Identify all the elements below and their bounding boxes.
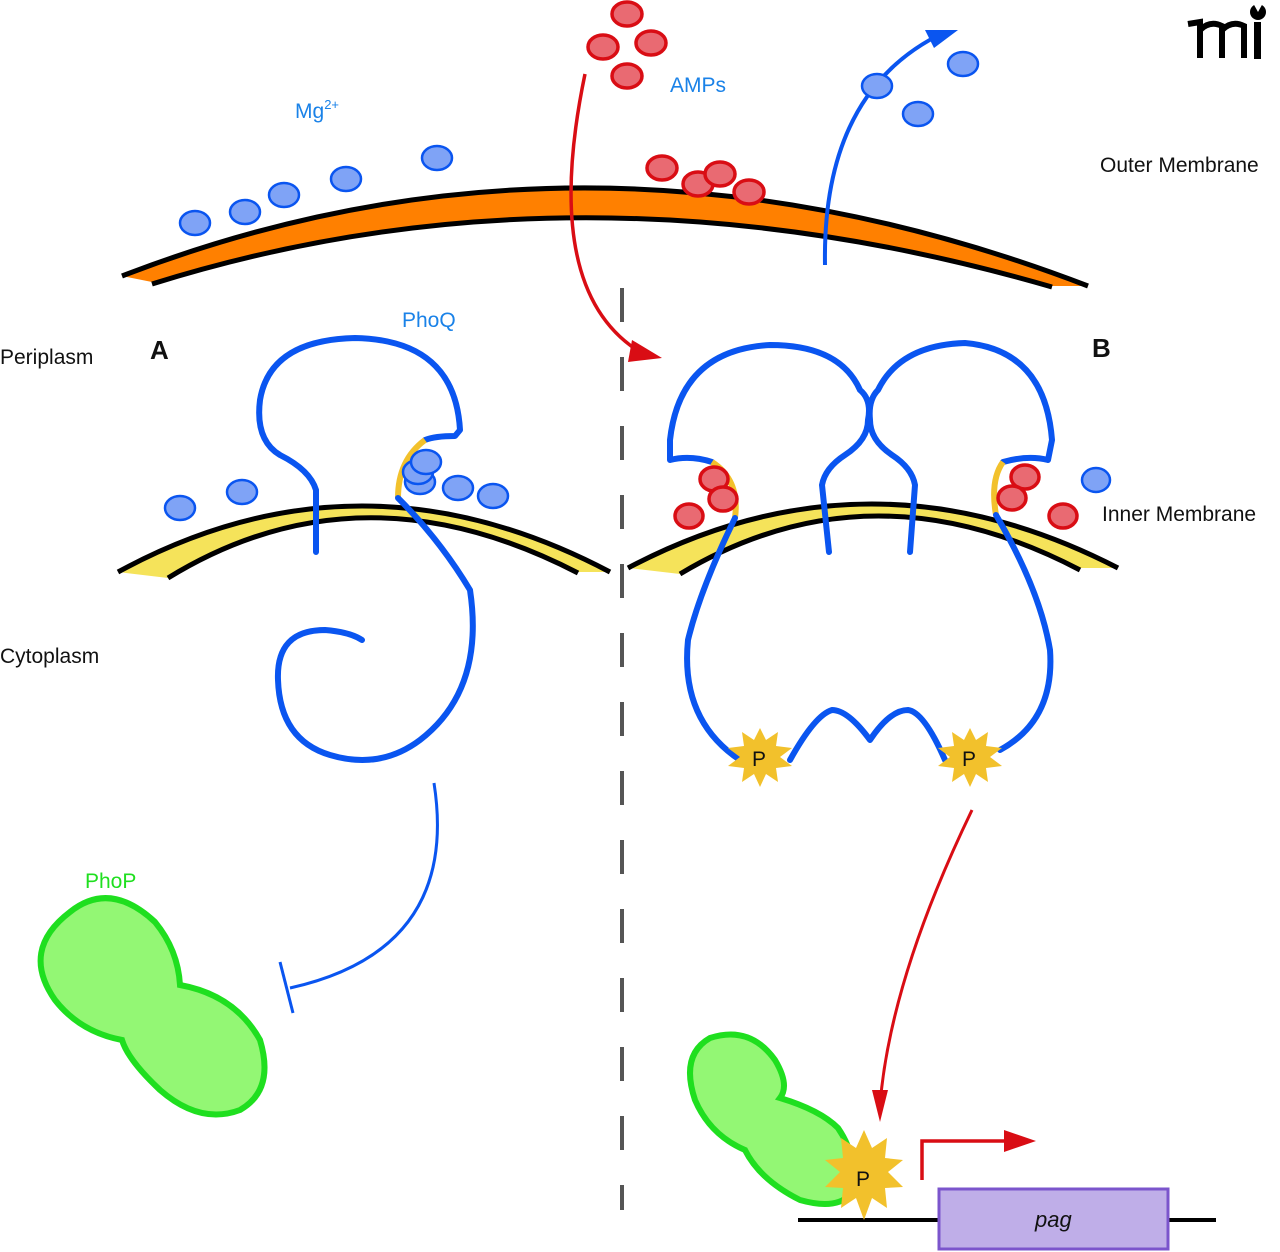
- phoq-inactive: [256, 335, 476, 763]
- amp-molecule: [610, 62, 644, 90]
- mg-release-arrow: [822, 30, 958, 266]
- inner-membrane-b: [626, 501, 1120, 577]
- phop-label: PhoP: [85, 870, 136, 893]
- mg-ion: [1080, 466, 1112, 494]
- inhibition-line: [278, 782, 439, 1014]
- phop-inactive: [37, 895, 268, 1118]
- amps-free: [586, 0, 668, 90]
- amp-molecule: [707, 485, 739, 513]
- amp-molecule: [610, 0, 644, 28]
- amp-molecule: [732, 178, 766, 206]
- amp-molecule: [996, 484, 1028, 512]
- amp-molecule: [703, 160, 737, 188]
- mg-ions-released: [860, 50, 980, 128]
- outer-membrane: [121, 185, 1089, 290]
- inner-membrane-label: Inner Membrane: [1102, 503, 1256, 526]
- journal-logo: [1187, 3, 1266, 59]
- mg-ion: [441, 474, 475, 502]
- amps-label: AMPs: [670, 74, 726, 97]
- mg-ion: [860, 72, 894, 100]
- mg-ion: [409, 448, 443, 476]
- periplasm-label: Periplasm: [0, 346, 93, 369]
- mg-ion: [476, 482, 510, 510]
- phoq-active-dimer: [667, 340, 1055, 763]
- amp-molecule: [586, 33, 620, 61]
- amps-bound-b: [673, 463, 1079, 530]
- amp-molecule: [634, 29, 668, 57]
- phosphotransfer-arrow: [872, 809, 974, 1122]
- phosphate-right: P: [938, 728, 1002, 787]
- mg-ion: [225, 478, 259, 506]
- phosphate-phop: P: [825, 1130, 903, 1220]
- amp-molecule: [645, 154, 679, 182]
- mg-ion: [946, 50, 980, 78]
- mg-ion: [329, 165, 363, 193]
- gene-label: pag: [1034, 1207, 1072, 1232]
- phop-active: [687, 1031, 857, 1207]
- panel-b-label: B: [1092, 333, 1111, 363]
- mg-ion: [267, 181, 301, 209]
- mg-ion: [901, 100, 935, 128]
- amps-in-outer-membrane: [645, 154, 766, 206]
- panel-a-label: A: [150, 335, 169, 365]
- mg-ion: [178, 209, 212, 237]
- amp-molecule: [1009, 463, 1041, 491]
- transcription-arrow: [920, 1130, 1036, 1180]
- cytoplasm-label: Cytoplasm: [0, 645, 99, 668]
- amp-molecule: [1047, 502, 1079, 530]
- phosphate-label: P: [856, 1168, 870, 1191]
- pag-gene: pag: [937, 1187, 1170, 1251]
- amp-entry-arrow: [569, 73, 662, 362]
- outer-membrane-label: Outer Membrane: [1100, 154, 1259, 177]
- phoq-label: PhoQ: [402, 309, 456, 332]
- phosphate-label: P: [962, 748, 976, 771]
- mg-label: Mg2+: [295, 97, 339, 123]
- mg-ions-outer: [178, 144, 454, 237]
- phosphate-left: P: [728, 728, 792, 787]
- phosphate-label: P: [752, 748, 766, 771]
- mg-ion: [228, 198, 262, 226]
- mg-ion: [163, 494, 197, 522]
- mg-ion: [420, 144, 454, 172]
- amp-molecule: [673, 502, 705, 530]
- mg-ions-inner-a: [163, 448, 510, 522]
- inner-membrane-a: [116, 503, 612, 581]
